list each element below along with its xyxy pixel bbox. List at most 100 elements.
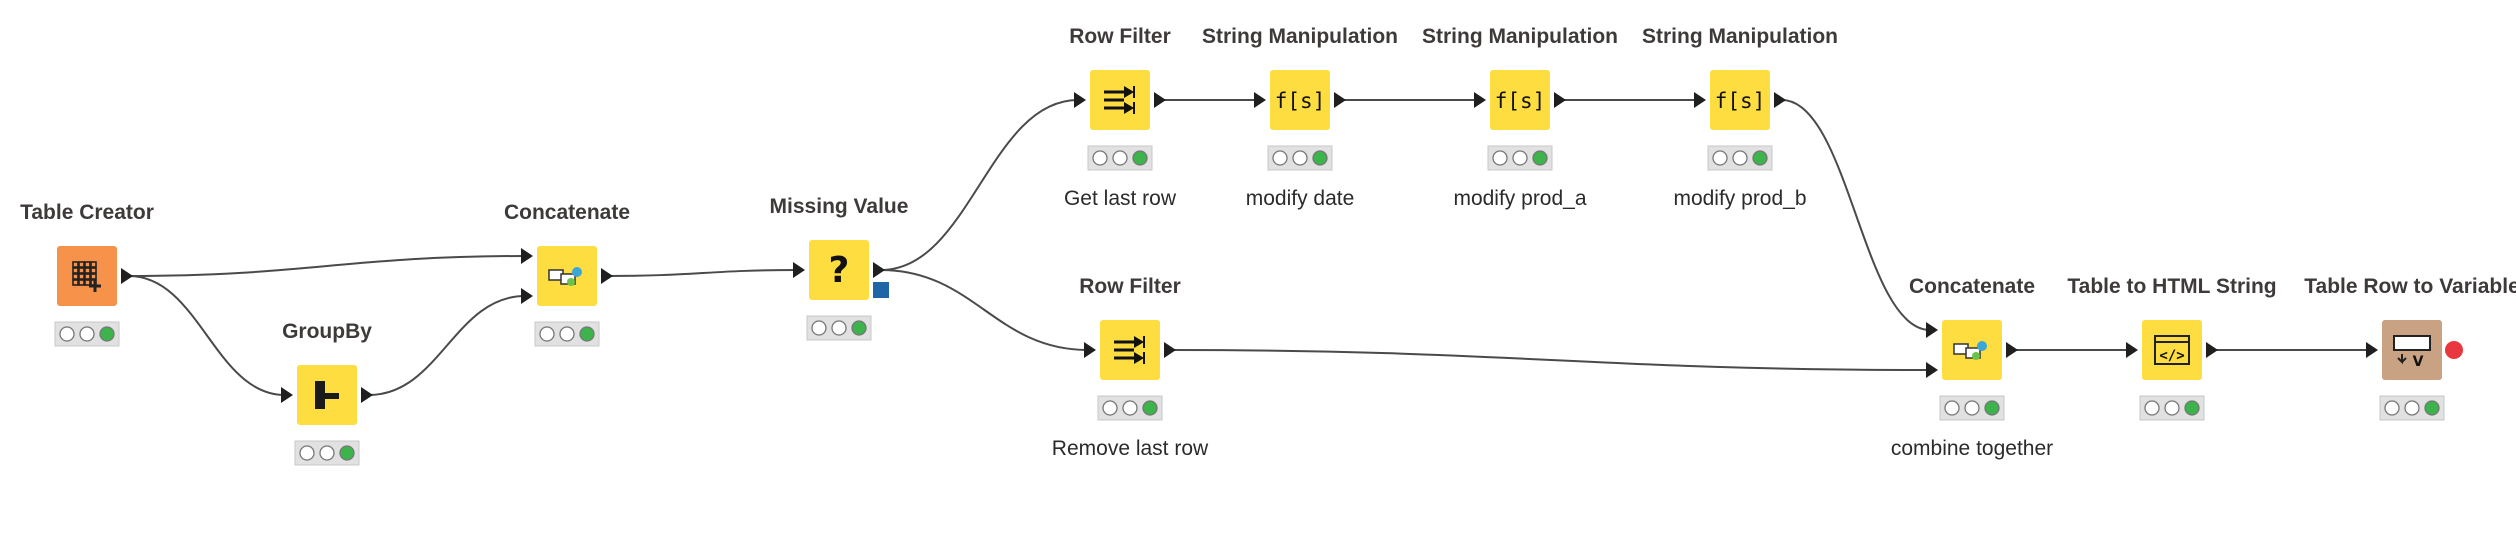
output-port[interactable] — [873, 262, 885, 278]
output-port[interactable] — [2006, 342, 2018, 358]
output-port[interactable] — [2206, 342, 2218, 358]
node-comment[interactable]: Remove last row — [1051, 437, 1209, 460]
status-light-green — [2424, 400, 2440, 416]
node-title[interactable]: String Manipulation — [1642, 25, 1838, 48]
node-comment[interactable]: Get last row — [1063, 187, 1177, 210]
status-light-off — [1272, 150, 1288, 166]
input-port[interactable] — [1694, 92, 1706, 108]
node-body[interactable] — [1270, 70, 1330, 130]
node-concatenate-1[interactable] — [521, 246, 613, 347]
node-row-filter-1[interactable] — [1074, 70, 1166, 171]
node-comment[interactable]: modify prod_a — [1453, 187, 1587, 210]
string-function-icon: f[s] — [1275, 89, 1326, 113]
input-port[interactable] — [1474, 92, 1486, 108]
node-title[interactable]: Row Filter — [1079, 275, 1181, 298]
node-title[interactable]: Table Creator — [20, 201, 154, 224]
connection-table_creator-to-concatenate_1[interactable] — [128, 255, 526, 277]
node-comment[interactable]: modify prod_b — [1673, 187, 1807, 210]
input-port[interactable] — [793, 262, 805, 278]
node-string-manip-2[interactable]: f[s] — [1474, 70, 1566, 171]
question-mark-icon: ? — [829, 250, 850, 291]
status-light-green — [1142, 400, 1158, 416]
node-title[interactable]: Table to HTML String — [2067, 275, 2277, 298]
status-light-off — [319, 445, 335, 461]
node-concatenate-2[interactable] — [1926, 320, 2018, 421]
node-title[interactable]: String Manipulation — [1422, 25, 1618, 48]
output-port[interactable] — [1164, 342, 1176, 358]
status-light-green — [851, 320, 867, 336]
output-port[interactable] — [1334, 92, 1346, 108]
node-body[interactable] — [1710, 70, 1770, 130]
groupby-icon — [315, 381, 339, 409]
status-light-off — [59, 326, 75, 342]
connection-row_filter_2-to-concatenate_2[interactable] — [1171, 349, 1931, 371]
node-title[interactable]: Concatenate — [1908, 275, 2036, 298]
input-port[interactable] — [281, 387, 293, 403]
status-light-green — [99, 326, 115, 342]
output-port[interactable] — [601, 268, 613, 284]
node-table-to-html[interactable]: </> — [2126, 320, 2218, 421]
node-row-filter-2[interactable] — [1084, 320, 1176, 421]
connection-concatenate_1-to-missing_value[interactable] — [608, 269, 798, 277]
connection-table_creator-to-groupby[interactable] — [128, 275, 286, 396]
node-table-row-to-var[interactable]: V — [2366, 320, 2463, 421]
connection-missing_value-to-row_filter_1[interactable] — [880, 99, 1079, 271]
input-port[interactable] — [1926, 362, 1938, 378]
input-port[interactable] — [521, 288, 533, 304]
node-table-creator[interactable] — [54, 246, 133, 347]
output-port[interactable] — [361, 387, 373, 403]
node-title[interactable]: Concatenate — [503, 201, 631, 224]
node-title[interactable]: String Manipulation — [1202, 25, 1398, 48]
output-port[interactable] — [1774, 92, 1786, 108]
status-light-green — [1132, 150, 1148, 166]
node-body[interactable] — [1490, 70, 1550, 130]
status-light-off — [1512, 150, 1528, 166]
node-title[interactable]: Table Row to Variable — [2304, 275, 2516, 298]
connection-groupby-to-concatenate_1[interactable] — [368, 295, 526, 396]
node-groupby[interactable] — [281, 365, 373, 466]
svg-text:?: ? — [829, 250, 850, 291]
output-port[interactable] — [1554, 92, 1566, 108]
node-string-manip-3[interactable]: f[s] — [1694, 70, 1786, 171]
node-body[interactable] — [809, 240, 869, 300]
status-light-off — [2404, 400, 2420, 416]
concatenate-icon — [1953, 341, 1987, 360]
output-port[interactable] — [121, 268, 133, 284]
node-comment[interactable]: modify date — [1245, 187, 1355, 210]
status-light-off — [2144, 400, 2160, 416]
input-port[interactable] — [1084, 342, 1096, 358]
input-port[interactable] — [1254, 92, 1266, 108]
svg-text:f[s]: f[s] — [1495, 89, 1546, 113]
input-port[interactable] — [521, 248, 533, 264]
variable-output-port[interactable] — [2445, 341, 2463, 359]
connection-missing_value-to-row_filter_2[interactable] — [880, 269, 1089, 351]
status-light-green — [1532, 150, 1548, 166]
input-port[interactable] — [2366, 342, 2378, 358]
string-function-icon: f[s] — [1495, 89, 1546, 113]
input-port[interactable] — [1074, 92, 1086, 108]
svg-text:f[s]: f[s] — [1715, 89, 1766, 113]
input-port[interactable] — [2126, 342, 2138, 358]
node-title[interactable]: Row Filter — [1069, 25, 1171, 48]
status-light-off — [539, 326, 555, 342]
node-body[interactable] — [57, 246, 117, 306]
pmml-output-port[interactable] — [873, 282, 889, 298]
status-light-off — [1102, 400, 1118, 416]
row-to-variable-icon: V — [2393, 335, 2431, 370]
node-missing-value[interactable]: ? — [793, 240, 889, 341]
node-comment[interactable]: combine together — [1890, 437, 2054, 460]
node-title[interactable]: GroupBy — [282, 320, 372, 343]
output-port[interactable] — [1154, 92, 1166, 108]
node-string-manip-1[interactable]: f[s] — [1254, 70, 1346, 171]
status-light-off — [2384, 400, 2400, 416]
status-light-green — [2184, 400, 2200, 416]
status-light-green — [579, 326, 595, 342]
node-title[interactable]: Missing Value — [769, 195, 909, 218]
connection-string_manip_3-to-concatenate_2[interactable] — [1781, 99, 1931, 331]
row-filter-icon — [1114, 336, 1145, 364]
status-light-off — [1492, 150, 1508, 166]
input-port[interactable] — [1926, 322, 1938, 338]
status-light-off — [1944, 400, 1960, 416]
status-light-green — [1984, 400, 2000, 416]
